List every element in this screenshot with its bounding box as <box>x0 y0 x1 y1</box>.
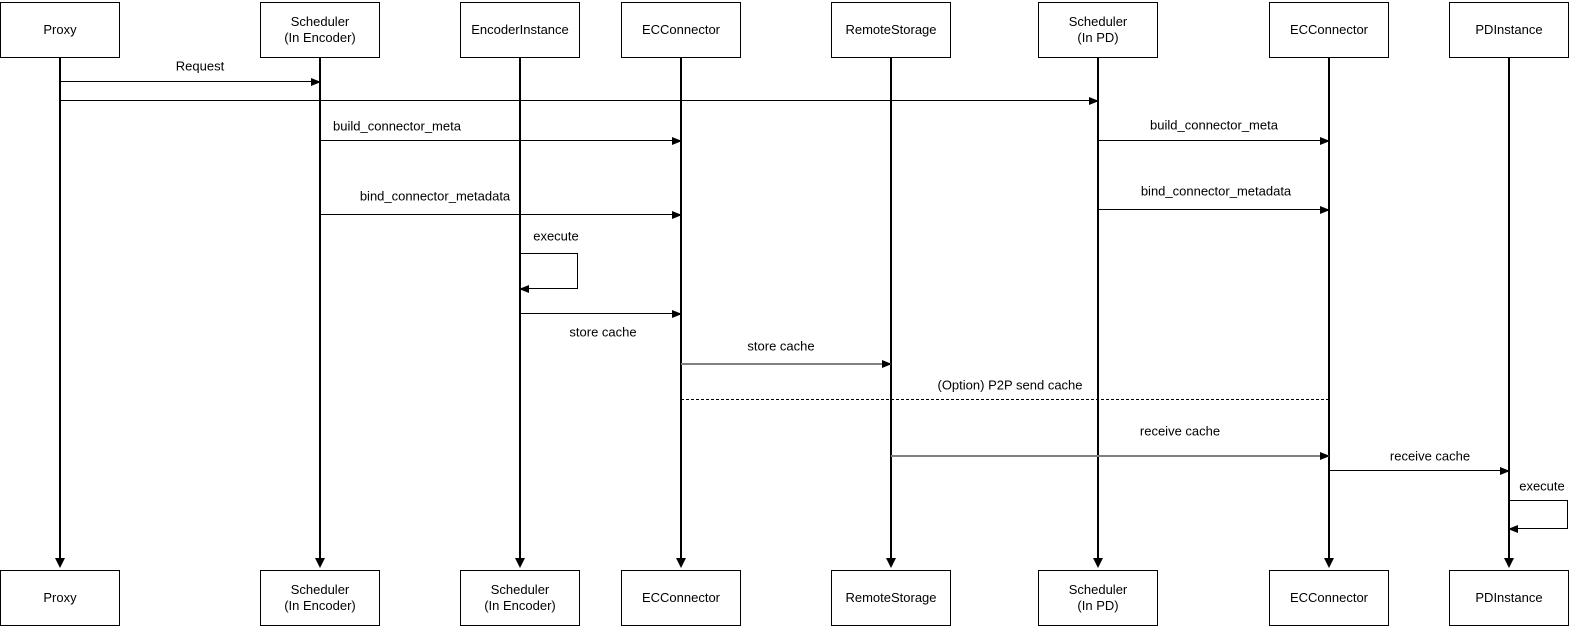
message-arrow <box>520 309 682 318</box>
lifeline-arrowhead-icon <box>676 558 686 568</box>
actor-encoder-instance-lifeline <box>519 58 521 559</box>
message-line <box>320 213 681 215</box>
actor-scheduler-in-encoder-lifeline <box>319 58 321 559</box>
message-label: bind_connector_metadata <box>357 188 513 204</box>
lifeline-arrowhead-icon <box>1093 558 1103 568</box>
message-arrowhead-icon <box>672 309 682 318</box>
message-line <box>681 362 891 365</box>
message-arrowhead-icon <box>1089 96 1099 105</box>
message-arrow <box>320 136 682 145</box>
message-line <box>1098 208 1329 210</box>
message-arrowhead-icon <box>672 136 682 145</box>
self-loop-arrow <box>1508 500 1568 533</box>
message-line <box>1329 469 1509 471</box>
message-label: bind_connector_metadata <box>1138 183 1294 199</box>
actor-scheduler-in-encoder-bottom-box: Scheduler (In Encoder) <box>260 570 380 626</box>
actor-pd-instance-top-box: PDInstance <box>1449 2 1569 58</box>
message-arrow <box>60 77 321 86</box>
message-arrow <box>1098 205 1330 214</box>
actor-pd-instance-bottom-box: PDInstance <box>1449 570 1569 626</box>
actor-scheduler-in-pd-lifeline <box>1097 58 1099 559</box>
actor-proxy-top-box: Proxy <box>0 2 120 58</box>
message-label: (Option) P2P send cache <box>935 377 1085 393</box>
message-arrow <box>320 210 682 219</box>
actor-remote-storage-bottom-box: RemoteStorage <box>831 570 951 626</box>
actor-ec-connector-pd-lifeline <box>1328 58 1330 559</box>
self-loop-label: execute <box>1517 478 1567 494</box>
actor-encoder-instance-bottom-box: Scheduler (In Encoder) <box>460 570 580 626</box>
lifeline-arrowhead-icon <box>1504 558 1514 568</box>
message-arrow <box>891 451 1330 460</box>
message-arrowhead-icon <box>672 210 682 219</box>
message-line <box>60 99 1098 101</box>
message-label: Request <box>173 58 227 74</box>
actor-ec-connector-encoder-bottom-box: ECConnector <box>621 570 741 626</box>
message-label: build_connector_meta <box>1148 117 1280 133</box>
actor-encoder-instance-top-box: EncoderInstance <box>460 2 580 58</box>
lifeline-arrowhead-icon <box>515 558 525 568</box>
message-label: receive cache <box>1387 448 1473 464</box>
message-line <box>891 454 1329 457</box>
actor-ec-connector-pd-top-box: ECConnector <box>1269 2 1389 58</box>
message-arrow <box>60 96 1099 105</box>
lifeline-arrowhead-icon <box>1324 558 1334 568</box>
message-line <box>320 139 681 141</box>
message-arrowhead-icon <box>311 77 321 86</box>
message-line <box>1098 139 1329 141</box>
self-loop-label: execute <box>531 228 581 244</box>
self-loop-arrowhead-icon <box>1508 524 1518 533</box>
message-label: store cache <box>745 338 817 354</box>
lifeline-arrowhead-icon <box>886 558 896 568</box>
self-loop-arrow <box>519 253 578 293</box>
message-line <box>681 398 1329 400</box>
actor-remote-storage-lifeline <box>890 58 892 559</box>
message-label: build_connector_meta <box>331 118 463 134</box>
message-arrow <box>681 395 1329 404</box>
message-line <box>60 80 320 82</box>
lifeline-arrowhead-icon <box>315 558 325 568</box>
message-arrowhead-icon <box>1500 466 1510 475</box>
actor-scheduler-in-encoder-top-box: Scheduler (In Encoder) <box>260 2 380 58</box>
actor-ec-connector-encoder-top-box: ECConnector <box>621 2 741 58</box>
message-label: store cache <box>567 324 639 340</box>
actor-pd-instance-lifeline <box>1508 58 1510 559</box>
actor-ec-connector-encoder-lifeline <box>680 58 682 559</box>
actor-ec-connector-pd-bottom-box: ECConnector <box>1269 570 1389 626</box>
message-arrow <box>1098 136 1330 145</box>
message-arrowhead-icon <box>1320 205 1330 214</box>
message-label: receive cache <box>1137 423 1223 439</box>
message-line <box>520 312 681 314</box>
actor-proxy-lifeline <box>59 58 61 559</box>
message-arrowhead-icon <box>882 359 892 368</box>
lifeline-arrowhead-icon <box>55 558 65 568</box>
actor-proxy-bottom-box: Proxy <box>0 570 120 626</box>
message-arrowhead-icon <box>1320 136 1330 145</box>
actor-scheduler-in-pd-bottom-box: Scheduler (In PD) <box>1038 570 1158 626</box>
message-arrow <box>681 359 892 368</box>
actor-scheduler-in-pd-top-box: Scheduler (In PD) <box>1038 2 1158 58</box>
self-loop-arrowhead-icon <box>519 284 529 293</box>
actor-remote-storage-top-box: RemoteStorage <box>831 2 951 58</box>
message-arrow <box>1329 466 1510 475</box>
message-arrowhead-icon <box>1320 451 1330 460</box>
